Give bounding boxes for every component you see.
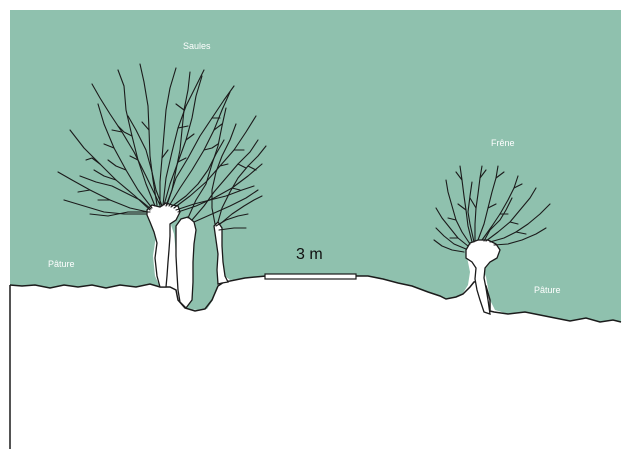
label-saules: Saules [183,41,211,51]
label-frene: Frêne [491,138,515,148]
label-fosse: Fossé [184,325,209,335]
label-pature-left: Pâture [48,259,75,269]
scale-bar [265,274,356,279]
label-pature-right: Pâture [534,285,561,295]
scale-label: 3 m [296,246,323,264]
